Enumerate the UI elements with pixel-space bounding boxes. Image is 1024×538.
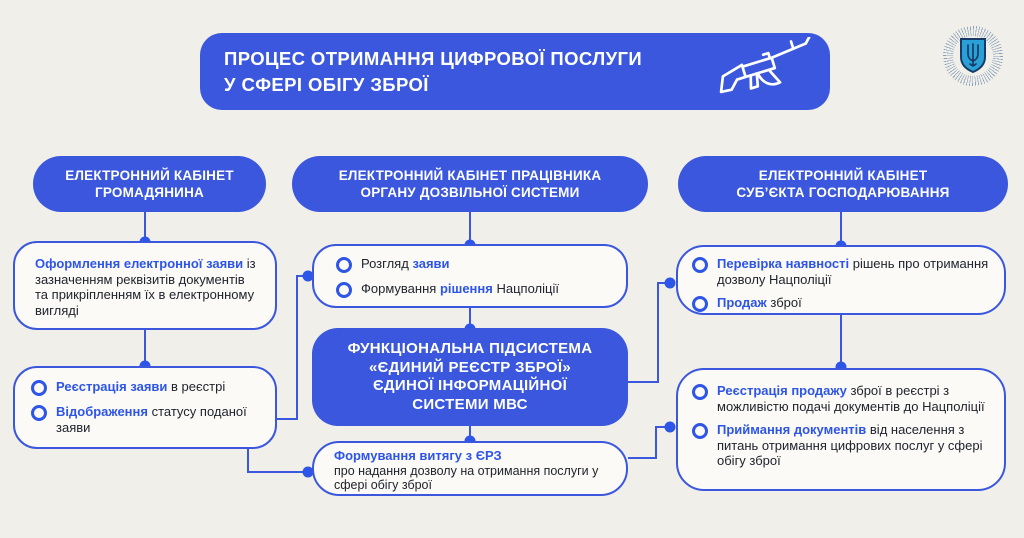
bullet-ring-icon <box>692 423 708 439</box>
item-text: Розгляд заяви <box>361 256 450 271</box>
item-text: Відображення статусу поданої заяви <box>56 404 247 435</box>
title-banner: ПРОЦЕС ОТРИМАННЯ ЦИФРОВОЇ ПОСЛУГИ У СФЕР… <box>200 33 830 110</box>
bullet-ring-icon <box>31 405 47 421</box>
bullet-ring-icon <box>692 384 708 400</box>
list-item: Продаж зброї <box>692 295 994 312</box>
list-item: Реєстрація заяви в реєстрі <box>31 379 265 396</box>
rifle-icon <box>719 37 811 94</box>
header-citizen-line-2: ГРОМАДЯНИНА <box>95 185 204 200</box>
bullet-ring-icon <box>692 257 708 273</box>
column-header-citizen: ЕЛЕКТРОННИЙ КАБІНЕТ ГРОМАДЯНИНА <box>33 156 266 212</box>
header-citizen-line-1: ЕЛЕКТРОННИЙ КАБІНЕТ <box>65 168 234 183</box>
header-business-line-1: ЕЛЕКТРОННИЙ КАБІНЕТ <box>758 168 928 183</box>
core-subsystem-box: ФУНКЦІОНАЛЬНА ПІДСИСТЕМА «ЄДИНИЙ РЕЄСТР … <box>312 328 628 426</box>
card-business-sales: Реєстрація продажу зброї в реєстрі з мож… <box>676 368 1006 491</box>
list-item: Реєстрація продажу зброї в реєстрі з мож… <box>692 383 994 414</box>
item-text: Приймання документів від населення з пит… <box>717 422 983 468</box>
card-citizen-application: Оформлення електронної заяви із зазначен… <box>13 241 277 330</box>
list-item: Розгляд заяви <box>336 256 616 273</box>
card-extract-lead: Формування витягу з ЄРЗ <box>334 448 502 463</box>
card-officer-review: Розгляд заяви Формування рішення Нацполі… <box>312 244 628 308</box>
core-line-4: СИСТЕМИ МВС <box>412 395 528 413</box>
trident-shield-icon <box>960 38 986 74</box>
card-citizen-registration: Реєстрація заяви в реєстрі Відображення … <box>13 366 277 449</box>
card-extract-text: про надання дозволу на отримання послуги… <box>334 463 599 493</box>
item-text: Формування рішення Нацполіції <box>361 281 559 296</box>
bullet-ring-icon <box>692 296 708 312</box>
item-text: Реєстрація продажу зброї в реєстрі з мож… <box>717 383 985 414</box>
core-line-2: «ЄДИНИЙ РЕЄСТР ЗБРОЇ» <box>369 358 571 376</box>
card-citizen-application-text: із зазначенням реквізитів документів та … <box>35 256 256 318</box>
bullet-ring-icon <box>336 282 352 298</box>
title-line-2: У СФЕРІ ОБІГУ ЗБРОЇ <box>224 73 429 95</box>
core-line-3: ЄДИНОЇ ІНФОРМАЦІЙНОЇ <box>372 377 568 394</box>
list-item: Перевірка наявності рішень про отримання… <box>692 256 994 287</box>
item-text: Продаж зброї <box>717 295 802 310</box>
page-title: ПРОЦЕС ОТРИМАННЯ ЦИФРОВОЇ ПОСЛУГИ У СФЕР… <box>200 46 642 98</box>
header-officer-line-1: ЕЛЕКТРОННИЙ КАБІНЕТ ПРАЦІВНИКА <box>338 168 602 183</box>
header-business-line-2: СУБ’ЄКТА ГОСПОДАРЮВАННЯ <box>736 185 950 200</box>
list-item: Формування рішення Нацполіції <box>336 281 616 298</box>
title-line-1: ПРОЦЕС ОТРИМАННЯ ЦИФРОВОЇ ПОСЛУГИ <box>224 47 643 69</box>
item-text: Реєстрація заяви в реєстрі <box>56 379 226 394</box>
card-business-check: Перевірка наявності рішень про отримання… <box>676 245 1006 315</box>
column-header-officer: ЕЛЕКТРОННИЙ КАБІНЕТ ПРАЦІВНИКА ОРГАНУ ДО… <box>292 156 648 212</box>
bullet-ring-icon <box>31 380 47 396</box>
card-citizen-application-lead: Оформлення електронної заяви <box>35 256 244 271</box>
core-line-1: ФУНКЦІОНАЛЬНА ПІДСИСТЕМА <box>347 340 593 357</box>
header-officer-line-2: ОРГАНУ ДОЗВІЛЬНОЇ СИСТЕМИ <box>360 185 580 200</box>
item-text: Перевірка наявності рішень про отримання… <box>717 256 989 287</box>
column-header-business: ЕЛЕКТРОННИЙ КАБІНЕТ СУБ’ЄКТА ГОСПОДАРЮВА… <box>678 156 1008 212</box>
bullet-ring-icon <box>336 257 352 273</box>
list-item: Відображення статусу поданої заяви <box>31 404 265 435</box>
list-item: Приймання документів від населення з пит… <box>692 422 994 469</box>
mvs-emblem-logo <box>941 23 1005 89</box>
